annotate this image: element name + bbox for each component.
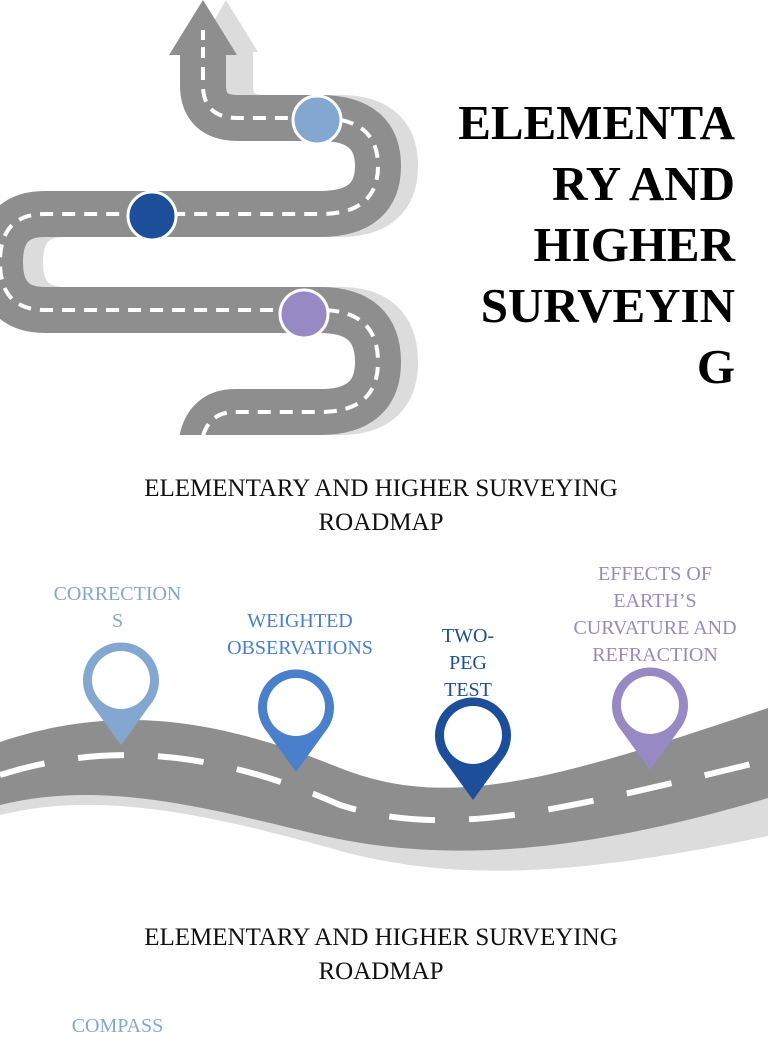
milestone-label-line: CORRECTION [53,583,182,605]
milestone-label-line: REFRACTION [592,644,718,666]
hero-title-line: G [696,339,735,394]
winding-road-graphic [0,0,418,435]
milestone-label-line: OBSERVATIONS [227,637,373,659]
roadmap-heading-line: ELEMENTARY AND HIGHER SURVEYING [144,924,618,951]
roadmap-heading-line: ROADMAP [318,509,444,536]
milestone-label-line: CURVATURE AND [573,617,737,639]
roadmap-heading-line: ROADMAP [318,958,444,985]
roadmap-heading-line: ELEMENTARY AND HIGHER SURVEYING [144,475,618,502]
winding-road-dashes [0,45,381,435]
hero-title-line: ELEMENTA [458,95,735,150]
milestone-pin-two-peg-test [435,697,511,800]
milestone-label-two-peg-test: TWO- PEG TEST [428,623,508,704]
roadmap-heading: ELEMENTARY AND HIGHER SURVEYING ROADMAP [60,472,702,540]
hero-title-line: RY AND [552,156,735,211]
milestone-label-line: COMPASS [71,1015,164,1037]
marker-lavender [278,288,330,340]
milestone-label-weighted-observations: WEIGHTED OBSERVATIONS [210,608,390,662]
roadmap-heading: ELEMENTARY AND HIGHER SURVEYING ROADMAP [60,921,702,989]
milestone-pin-curvature-refraction [612,667,688,770]
hero-title: ELEMENTA RY AND HIGHER SURVEYIN G [440,92,735,397]
road-arrow-head [169,0,237,55]
marker-light-blue [291,94,343,146]
milestone-label-line: EARTH’S [613,590,697,612]
milestone-label-line: S [111,610,124,632]
milestone-label-line: TEST [444,679,492,701]
milestone-label-curvature-refraction: EFFECTS OF EARTH’S CURVATURE AND REFRACT… [550,561,760,669]
milestone-pin-corrections [83,642,159,745]
milestone-label-line: WEIGHTED [247,610,353,632]
curved-road [0,708,768,851]
marker-dark-blue [126,190,178,242]
milestone-label-compass: COMPASS [40,1013,195,1040]
milestone-label-line: EFFECTS OF [598,563,712,585]
milestone-label-corrections: CORRECTION S [40,581,195,635]
hero-title-line: HIGHER [533,217,735,272]
milestone-label-line: TWO- [441,625,495,647]
curved-road-dashes [0,752,768,824]
milestone-pin-weighted-observations [258,669,335,772]
milestone-label-line: PEG [449,652,487,674]
hero-title-line: SURVEYIN [480,278,735,333]
